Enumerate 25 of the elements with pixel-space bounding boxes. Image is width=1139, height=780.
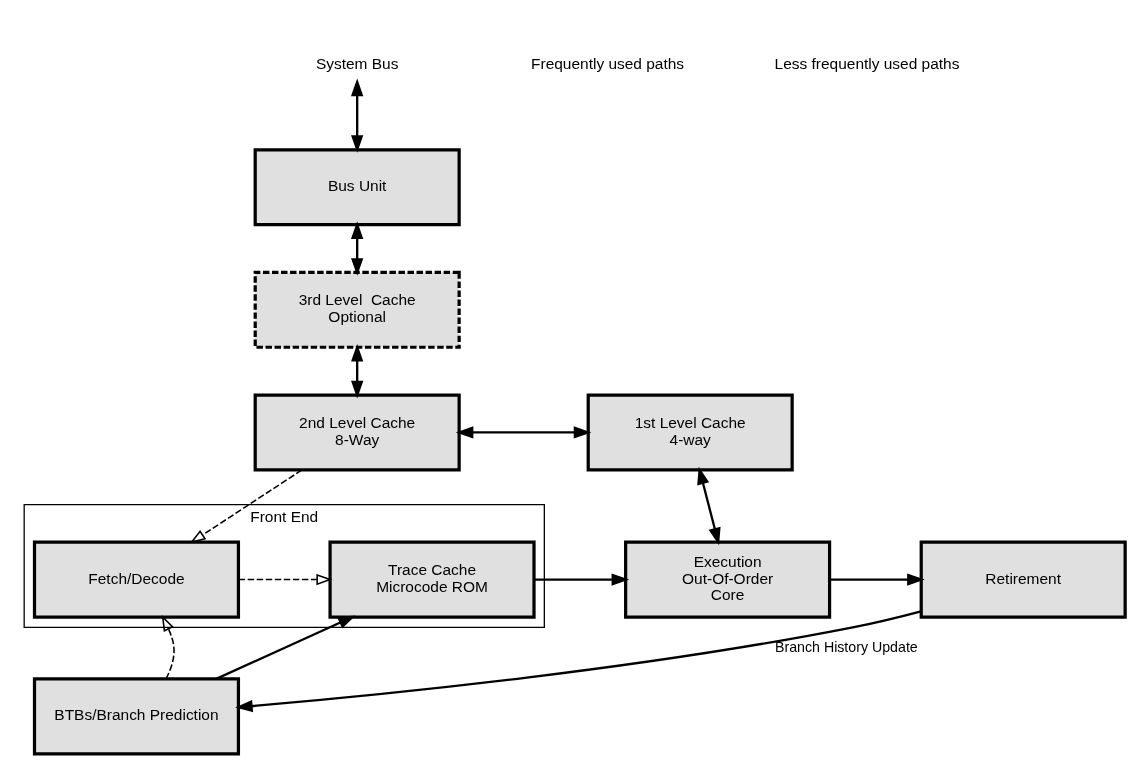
- node-box: Fetch/Decode: [32, 540, 241, 619]
- arrow: [235, 609, 922, 712]
- arrow: [351, 343, 364, 398]
- arrow: [237, 573, 333, 585]
- node-box: Retirement: [919, 540, 1127, 619]
- arrow: [351, 78, 364, 153]
- node-box: 1st Level Cache 4-way: [586, 392, 794, 471]
- arrow: [829, 572, 925, 586]
- legend-label: Less frequently used paths: [774, 54, 960, 72]
- arrow: [215, 615, 356, 680]
- edge-label: Branch History Update: [774, 638, 918, 655]
- node-box: Bus Unit: [253, 147, 461, 226]
- arrow: [455, 425, 592, 439]
- node-box: 2nd Level Cache 8-Way: [253, 392, 461, 471]
- arrow: [189, 468, 303, 543]
- node-text: System Bus: [315, 54, 399, 72]
- arrow: [534, 572, 630, 586]
- node-box: Execution Out-Of-Order Core: [624, 540, 832, 619]
- arrow: [351, 220, 364, 276]
- legend-label: Frequently used paths: [531, 54, 685, 72]
- node-box: Trace Cache Microcode ROM: [328, 540, 536, 619]
- node-box: 3rd Level Cache Optional: [253, 270, 461, 349]
- arrow: [697, 466, 721, 545]
- arrow: [161, 614, 175, 680]
- node-box: BTBs/Branch Prediction: [32, 676, 241, 755]
